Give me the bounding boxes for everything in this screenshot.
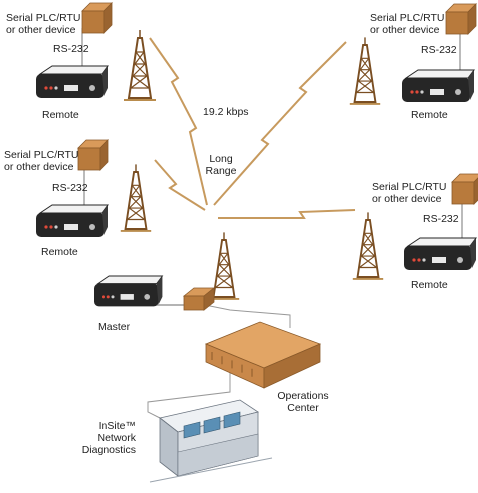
- radio-unit-top-right: [401, 69, 475, 103]
- operations-center-label: Operations Center: [272, 390, 334, 414]
- remote-label-mid-left: Remote: [41, 246, 78, 258]
- serial-device-label-top-right: Serial PLC/RTU or other device: [370, 12, 445, 36]
- shelter-side: [203, 287, 215, 311]
- serial-device-box-top-left: [81, 2, 113, 34]
- serial-device-line-2: or other device: [6, 24, 76, 36]
- serial-device-line-1: Serial PLC/RTU: [4, 149, 79, 161]
- shelter-front: [183, 295, 205, 311]
- serial-device-line-2: or other device: [4, 161, 74, 173]
- serial-device-line-2: or other device: [370, 24, 440, 36]
- tower-mid-left: [119, 163, 153, 232]
- radio-unit-top-left: [35, 65, 109, 99]
- long-range-line-2: Range: [205, 165, 237, 177]
- insite-line-3: Diagnostics: [81, 444, 136, 456]
- insite-label: InSite™ Network Diagnostics: [76, 420, 136, 456]
- serial-device-box-mid-left: [77, 139, 109, 171]
- console-screen-3: [223, 411, 241, 429]
- tower-top-right: [348, 36, 382, 105]
- operations-center-line-1: Operations: [277, 390, 329, 402]
- serial-device-label-mid-left: Serial PLC/RTU or other device: [4, 149, 79, 173]
- radio-link-top-right: [213, 41, 347, 206]
- radio-link-mid-left: [154, 159, 206, 211]
- serial-device-line-1: Serial PLC/RTU: [6, 12, 81, 24]
- serial-device-line-1: Serial PLC/RTU: [372, 181, 447, 193]
- console-desk: [177, 433, 259, 477]
- insite-line-1: InSite™: [98, 420, 136, 432]
- serial-device-line-2: or other device: [372, 193, 442, 205]
- building-side: [263, 343, 321, 389]
- radio-unit-mid-right: [403, 237, 477, 271]
- long-range-line-1: Long: [209, 153, 233, 165]
- serial-device-label-mid-right: Serial PLC/RTU or other device: [372, 181, 447, 205]
- serial-device-line-1: Serial PLC/RTU: [370, 12, 445, 24]
- radio-link-mid-right: [218, 209, 356, 219]
- radio-unit-master: [93, 275, 163, 307]
- serial-device-label-top-left: Serial PLC/RTU or other device: [6, 12, 81, 36]
- remote-label-top-right: Remote: [411, 109, 448, 121]
- long-range-label: Long Range: [200, 153, 242, 177]
- rs232-label-top-left: RS-232: [53, 43, 89, 55]
- master-label: Master: [98, 321, 131, 333]
- remote-label-top-left: Remote: [42, 109, 79, 121]
- tower-mid-right: [351, 211, 385, 280]
- serial-device-box-top-right: [445, 3, 477, 35]
- speed-label: 19.2 kbps: [203, 106, 249, 118]
- console-floor-line: [149, 457, 273, 483]
- radio-unit-mid-left: [35, 204, 109, 238]
- serial-device-box-mid-right: [451, 173, 478, 205]
- rs232-label-mid-left: RS-232: [52, 182, 88, 194]
- console-screen-1: [183, 421, 201, 439]
- center-link-cable: [199, 303, 291, 328]
- operations-center-line-2: Center: [287, 402, 319, 414]
- console-link-cable: [147, 372, 231, 419]
- radio-link-top-left: [149, 37, 208, 206]
- remote-label-mid-right: Remote: [411, 279, 448, 291]
- insite-line-2: Network: [97, 432, 136, 444]
- console-screen-2: [203, 416, 221, 434]
- rs232-label-top-right: RS-232: [421, 44, 457, 56]
- rs232-label-mid-right: RS-232: [423, 213, 459, 225]
